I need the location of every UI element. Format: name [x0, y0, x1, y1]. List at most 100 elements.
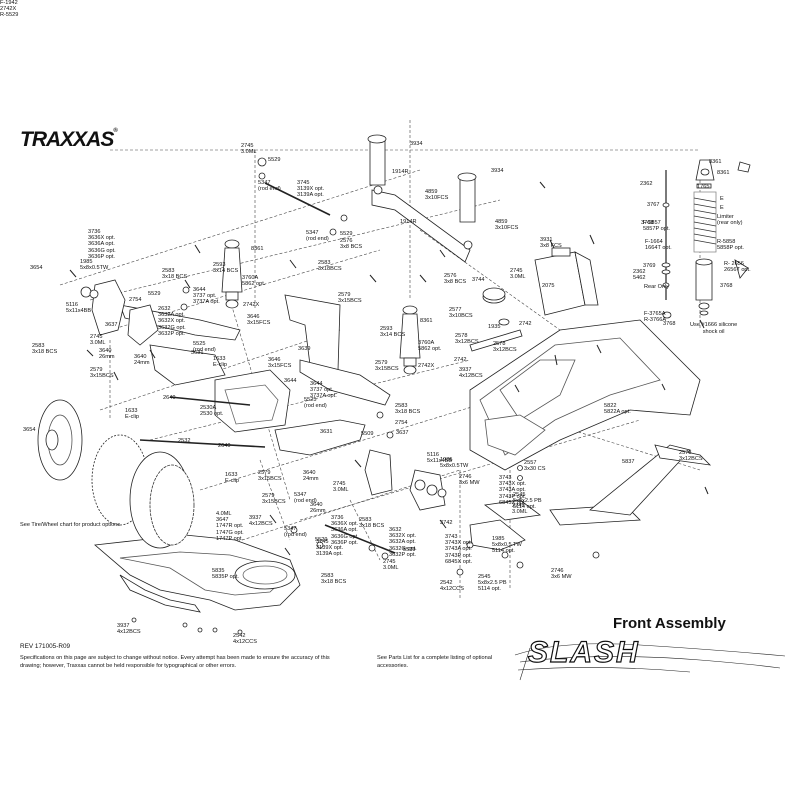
part-callout: 3934 [410, 141, 423, 147]
part-callout: 3631 [320, 429, 333, 435]
part-callout: 3745 3139X opt. 3139A opt. [316, 539, 344, 558]
part-callout: E [720, 196, 724, 202]
bumper-mount [549, 444, 712, 526]
part-callout: 5525 (rod end) [304, 397, 327, 410]
part-callout: 2576 3x8 BCS [444, 273, 467, 286]
suspension-arms [119, 304, 391, 456]
part-callout: 3646 3x15FCS [247, 314, 271, 327]
part-callout: 2640 [218, 443, 231, 449]
part-callout: 3654 [23, 427, 36, 433]
part-callout: 3646 3x15FCS [268, 357, 292, 370]
shock-tower [371, 185, 473, 263]
part-callout: 5347 (rod end) [306, 230, 329, 243]
part-callout: 1633 E-clip [213, 356, 227, 369]
part-callout: 1985 5x8x0.5 TW 5114 opt. [492, 536, 522, 555]
part-callout: 3768 [641, 220, 654, 226]
part-callout: 3743 3743X opt. 3743A opt. 3743P opt. 68… [499, 475, 527, 506]
part-callout: 2530A 2530 opt. [200, 405, 224, 418]
part-callout: 2632 3632A opt. 3632X opt. 3632G opt. 36… [158, 306, 186, 337]
part-callout: 2742 [519, 321, 532, 327]
part-callout: 3744 [472, 277, 485, 283]
part-callout: 3742 [440, 520, 453, 526]
part-callout: 3632 3632X opt. 3632A opt. 3632G opt. 36… [389, 527, 417, 558]
disclaimer-text: Specifications on this page are subject … [20, 655, 330, 669]
shock-oil-note-text: Use #1666 silicone shock oil [690, 322, 738, 335]
part-callout: 5347 (rod end) [294, 492, 317, 505]
part-callout: 3768 [663, 321, 676, 327]
part-callout: E [720, 205, 724, 211]
part-callout: 2579 3x15BCS [338, 292, 362, 305]
part-callout: 2362 5462 [633, 269, 646, 282]
part-callout: 3768 [720, 283, 733, 289]
part-callout: 2742X [418, 363, 435, 369]
part-callout: 5529 [340, 231, 353, 237]
part-callout: 5509 [361, 431, 374, 437]
part-callout: 2593 3x14 BCS [213, 262, 239, 275]
part-callout: 4859 3x10FCS [425, 189, 449, 202]
part-callout: 2557 3x30 CS [524, 460, 546, 473]
part-callout: 8361 [717, 170, 730, 176]
part-callout: 1985 5x8x0.5TW [440, 457, 469, 470]
tire-wheel-note: See Tire/Wheel chart for product options [20, 522, 121, 528]
part-callout: 3769 [643, 263, 656, 269]
part-callout: 5835 5835P opt. [212, 568, 239, 581]
part-callout: 3736 3636X opt. 3636A opt. 3636G opt. 36… [331, 515, 359, 546]
part-callout: 2745 3.0ML [510, 268, 526, 281]
main-chassis [469, 319, 701, 471]
part-callout: 3640 26mm [310, 502, 326, 515]
part-callout: 2579 3x15BCS [90, 367, 114, 380]
part-callout: 1935 [488, 324, 501, 330]
part-callout: 2583 3x18 BCS [162, 268, 188, 281]
part-callout: 2742X [243, 302, 260, 308]
part-callout: 2640 [163, 395, 176, 401]
part-callout: 2745 3.0ML [90, 334, 106, 347]
part-callout: 3743 3743X opt. 3743A opt. 3743P opt. 68… [445, 534, 473, 565]
part-callout: 3760A 5862 opt. [418, 340, 442, 353]
part-callout: 8361 [420, 318, 433, 324]
part-callout: 1914R [392, 169, 409, 175]
part-callout: 2578 3x12BCS [679, 450, 703, 463]
part-callout: 1633 E-clip [225, 472, 239, 485]
part-callout: 2746 3x6 MW [551, 568, 572, 581]
part-callout: 3640 24mm [134, 354, 150, 367]
part-callout: 5529 [315, 537, 328, 543]
part-callout: 5347 (rod end) [258, 180, 281, 193]
front-shock-right [399, 305, 421, 375]
part-callout: 1914R [400, 219, 417, 225]
part-callout: 2583 3x18 BCS [321, 573, 347, 586]
screws [69, 181, 709, 556]
body-posts [367, 134, 477, 223]
part-callout: 3736 3636X opt. 3636A opt. 3636G opt. 36… [88, 229, 116, 260]
shock-oil-note: Use #1666 silicone shock oil [690, 322, 737, 336]
part-callout: 2579 3x15BCS [375, 360, 399, 373]
part-callout: 2362 [640, 181, 653, 187]
part-callout: 5529 [268, 157, 281, 163]
part-callout: 3631 [191, 350, 204, 356]
part-callout: R- 2656 2656T opt. [724, 261, 751, 274]
slash-product-logo: SLASH [527, 635, 640, 669]
part-callout: 3934 [491, 168, 504, 174]
part-callout: 3637 [105, 322, 118, 328]
part-callout: 5347 (rod end) [284, 526, 307, 539]
part-callout: 1765 [697, 184, 710, 190]
part-callout: 5525 (rod end) [193, 341, 216, 354]
traxxas-logo-text: TRAXXAS [20, 128, 114, 151]
part-callout: R-5858 5858P opt. [717, 239, 744, 252]
part-callout: 5529 [403, 547, 416, 553]
part-callout: Rear Only [644, 284, 670, 290]
part-callout: 5116 5x11x4BB [66, 302, 92, 315]
part-callout: 5529 [148, 291, 161, 297]
part-callout: 3760A 5862 opt. [242, 275, 266, 288]
part-callout: 3640 26mm [99, 348, 115, 361]
part-callout: 3644 [284, 378, 297, 384]
part-callout: 3931 3x8 FCS [540, 237, 562, 250]
shock-exploded-view [661, 159, 751, 319]
part-callout: 2745 3.0ML [333, 481, 349, 494]
steering-links [469, 329, 542, 551]
slash-logo-swoosh [514, 643, 786, 681]
part-callout: 3654 [30, 265, 43, 271]
part-callout: 2746 3x6 MW [459, 474, 480, 487]
part-callout: 5822 5822A opt. [604, 403, 631, 416]
part-callout: 2745 3.0ML [383, 559, 399, 572]
